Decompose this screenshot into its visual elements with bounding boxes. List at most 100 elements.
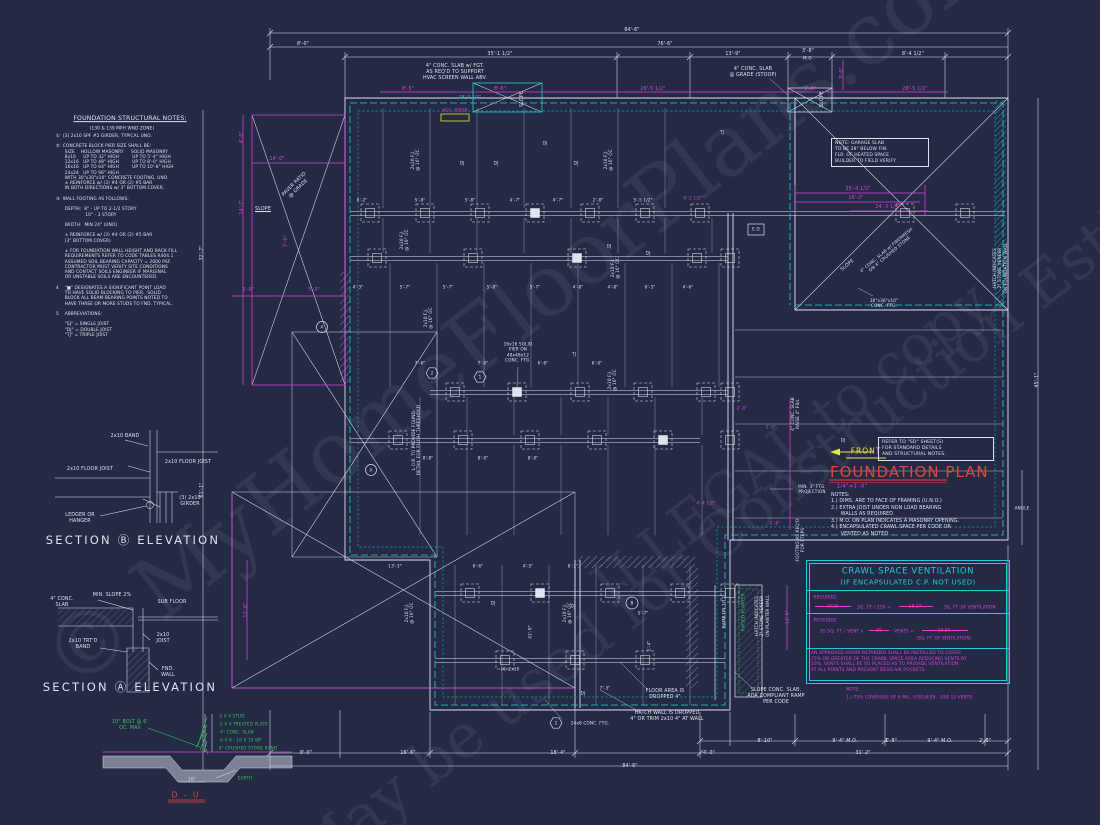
dj-tag: DJ xyxy=(459,160,465,166)
dj-tag: DJ xyxy=(490,600,496,606)
ftg-24x8-note: 24x8 CONC. FTG. xyxy=(570,720,610,726)
angle-label: ANGLE xyxy=(1014,505,1030,511)
dim-2-8-m: 2'-8" xyxy=(736,405,748,411)
dim-bottom: 16'-6" xyxy=(400,751,416,757)
dim-8-5-m: 8'-5" xyxy=(401,87,415,93)
dim-5-7-bottom: 5'-7" xyxy=(637,610,649,616)
dim-row-b: 5'-7" xyxy=(529,284,541,290)
section-b-joist-label: 2x10 FLOOR JOIST xyxy=(164,460,212,466)
structural-notes-body: ① (3) 2x10 SPF #2 GIRDER, TYPICAL UNO. ②… xyxy=(56,134,178,338)
dim-row-b: 5'-8" xyxy=(486,284,498,290)
ramp-dn-label: RAMP DN 1:12 xyxy=(721,596,727,628)
floor-joist-note: 2x10 F.J. @ 16" OC xyxy=(602,149,613,171)
magenta-dimension-lines xyxy=(231,60,948,689)
dim-8-6-m: 8'-6" xyxy=(493,87,507,93)
section-b-ledger-label: LEDGER OR HANGER xyxy=(65,513,95,524)
detail-slab-label: 4" CONC. SLAB xyxy=(220,729,254,735)
dim-bottom: 1'-8" xyxy=(884,739,898,745)
vent-title-2: (IF ENCAPSULATED C.P. NOT USED) xyxy=(840,578,976,587)
hex-marker-1: 1 xyxy=(478,374,482,380)
section-a-joist-label: 2x10 JOIST xyxy=(156,633,170,644)
dim-1-6-m: 1'-6" xyxy=(769,520,781,526)
front-label: FRONT xyxy=(850,446,882,456)
acc-door-label: ACC. DOOR xyxy=(442,107,468,113)
slope-label-stoop: SLOPE xyxy=(820,91,826,107)
floor-joist-note: 2x10 F.J. @ 16" OC xyxy=(422,307,433,329)
dim-16-2: 16'-2" xyxy=(848,196,864,202)
dim-32-7-left: 32'-7" xyxy=(200,245,206,261)
vent-required-label: REQUIRED xyxy=(813,594,837,600)
dim-3-0-patio: 3'-0" xyxy=(241,288,255,294)
dim-row-c: 7'-8" xyxy=(414,360,426,366)
crawl-space-vent-table: CRAWL SPACE VENTILATION (IF ENCAPSULATED… xyxy=(806,560,1010,684)
four-2x10-note: (4) 2x10 xyxy=(500,666,520,672)
detail-width-dim: 16" xyxy=(188,776,196,782)
dim-row-e: 13'-3" xyxy=(388,563,402,569)
hex-marker-2: 2 xyxy=(430,370,434,376)
dim-84-6: 84'-6" xyxy=(624,28,640,34)
vent-title-1: CRAWL SPACE VENTILATION xyxy=(841,566,975,577)
section-b-girder-label: (3) 2x10 GIRDER xyxy=(179,496,201,507)
foundation-walls xyxy=(344,87,1009,711)
yellow-elements xyxy=(440,113,886,459)
dim-12-0-m: 12'-0" xyxy=(784,610,790,624)
hvac-slab-note: 4" CONC. SLAB w/ FGT. AS REQ'D TO SUPPOR… xyxy=(423,64,487,81)
dim-41-9: 41'-9" xyxy=(527,625,533,639)
vent-provided-result: 19.50 xyxy=(937,627,951,633)
garage-slab-note: NOTE: GARAGE SLAB TO BE 28" BELOW FIN. F… xyxy=(831,138,929,168)
section-a-slope-label: MIN. SLOPE 2% xyxy=(92,593,132,599)
hatch-planter-note: HATCH INDICATES 2" STONE VENEER ON PLANT… xyxy=(754,595,770,637)
conc-ftg-36-note: 36"x36"x10" CONC. FTG. xyxy=(869,297,899,308)
dim-row-a: 4'-7" xyxy=(552,197,564,203)
vent-table-inner-border xyxy=(809,563,1007,681)
dj-tag: DJ xyxy=(493,160,499,166)
dim-7-3: 7'-3" xyxy=(599,685,611,691)
circle-marker-a2: A xyxy=(369,467,373,473)
vent-underline xyxy=(922,629,968,631)
detail-earth-label: EARTH xyxy=(237,775,253,781)
sheet-title: FOUNDATION PLAN xyxy=(830,463,989,481)
dim-61-1-left: 61'-1" xyxy=(200,482,206,498)
dim-row-c: 6'-0" xyxy=(591,360,603,366)
hatch-wall-dropped-note: HATCH WALL IS DROPPED 4" OR TRIM 2x10 4"… xyxy=(630,711,704,722)
dim-bottom: 8'-0" xyxy=(299,751,313,757)
dim-row-b: 5'-7" xyxy=(442,284,454,290)
vent-divider xyxy=(807,648,1009,649)
vent-note-label: NOTE: xyxy=(846,686,860,692)
dim-row-b: 4'-6" xyxy=(682,284,694,290)
sheet-scale: 1/4"=1'-0" xyxy=(836,483,868,490)
teal-dotted-line xyxy=(357,110,996,698)
structural-notes-title: FOUNDATION STRUCTURAL NOTES: xyxy=(73,115,187,123)
dim-row-b: 4'-3" xyxy=(352,284,364,290)
dim-76-6: 76'-6" xyxy=(657,42,673,48)
pier-callout: 16x16 SOLID PIER ON 48x48x12 CONC. FTG. xyxy=(503,341,533,363)
hex-marker-2b: 2 xyxy=(554,720,558,726)
section-b-joist-left-label: 2x10 FLOOR JOIST xyxy=(66,467,114,473)
red-underlines xyxy=(168,479,947,803)
dim-14-0-patio: 14'-0" xyxy=(269,157,285,163)
footing-steps-note: FOOTING AS REQ'D FOR STEPS xyxy=(794,518,805,562)
vent-required-result: 18.17 xyxy=(908,603,922,609)
section-a-title: SECTION Ⓐ ELEVATION xyxy=(42,679,218,694)
dim-row-a-m: 6'-2 1/2" xyxy=(683,195,703,201)
dim-bottom-overall: 84'-6" xyxy=(622,764,638,770)
ed-tag: E.D xyxy=(752,226,760,232)
floor-joist-note: 2x10 F.J. @ 16" OC xyxy=(609,257,620,279)
dj-tag: DJ xyxy=(645,250,651,256)
vent-divider xyxy=(807,613,1009,614)
raised-planter-label: RAISED PLANTER xyxy=(740,593,746,631)
vent-required-suffix: SQ. FT. OF VENTILATION xyxy=(944,604,996,610)
vent-divider xyxy=(807,590,1009,591)
green-linework xyxy=(147,588,759,755)
vent-provided-prefix: .65 SQ. FT. / VENT x xyxy=(818,628,864,634)
circle-marker-b: B xyxy=(630,600,634,606)
section-a-slab-label: 4" CONC. SLAB xyxy=(50,597,74,608)
vent-provided-suffix: (SQ. FT. OF VENTILATION) xyxy=(916,635,972,641)
detail-stone-label: 4" CRUSHED STONE BAND xyxy=(218,745,278,751)
slope-label-hvac: SLOPE xyxy=(520,91,526,107)
section-a-subfloor-label: SUB FLOOR xyxy=(157,600,187,606)
dim-24-3: 24'-3 1/4" xyxy=(875,205,901,211)
dim-row-c: 6'-6" xyxy=(537,360,549,366)
dim-4-0-patio: 4'-0" xyxy=(240,130,246,144)
dj-tag: DJ xyxy=(606,243,612,249)
